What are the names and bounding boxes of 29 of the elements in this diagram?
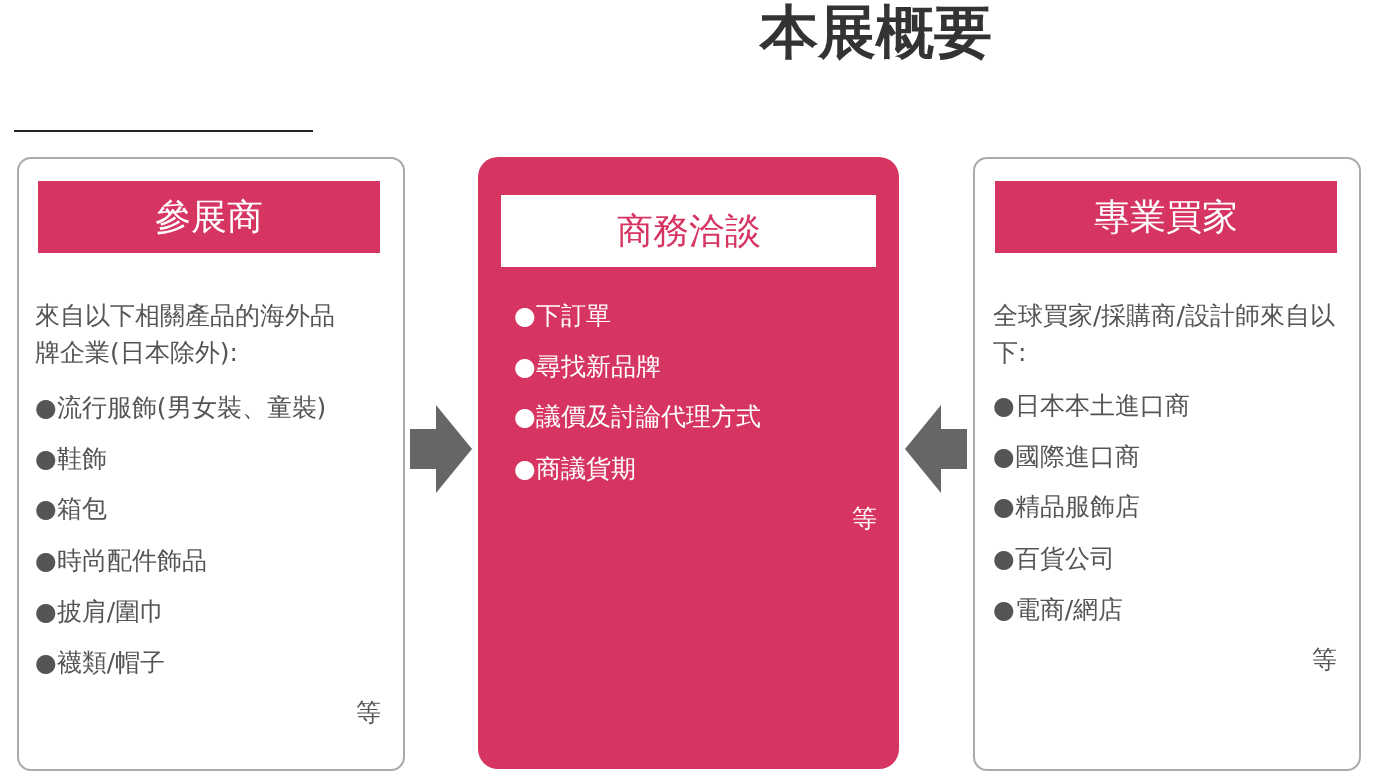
header-band: 參展商 [38,181,380,253]
list-item: ●披肩/圍巾 [35,596,167,628]
info-card [973,157,1361,771]
list-item: ●時尚配件飾品 [35,545,208,577]
list-item: ●精品服飾店 [993,491,1141,523]
info-card [17,157,405,771]
etc-text: 等 [852,503,877,535]
header-band: 商務洽談 [501,195,876,267]
header-band: 專業買家 [995,181,1337,253]
block-arrow [410,405,472,493]
list-item: ●日本本土進口商 [993,390,1191,422]
list-item: ●商議貨期 [514,453,637,485]
list-item: ●流行服飾(男女裝、童裝) [35,392,328,424]
block-arrow [905,405,967,493]
intro-text: 全球買家/採購商/設計師來自以下: [993,300,1336,369]
list-item: ●襪類/帽子 [35,647,167,679]
list-item: ●電商/網店 [993,594,1125,626]
etc-text: 等 [1312,644,1337,676]
list-item: ●鞋飾 [35,443,108,475]
list-item: ●下訂單 [514,300,612,332]
etc-text: 等 [356,697,381,729]
title: 本展概要 [760,0,992,68]
info-card [478,157,899,769]
list-item: ●尋找新品牌 [514,351,662,383]
list-item: ●國際進口商 [993,441,1141,473]
list-item: ●議價及討論代理方式 [514,401,762,433]
list-item: ●箱包 [35,493,108,525]
intro-text: 來自以下相關產品的海外品牌企業(日本除外): [35,300,335,369]
list-item: ●百貨公司 [993,543,1116,575]
